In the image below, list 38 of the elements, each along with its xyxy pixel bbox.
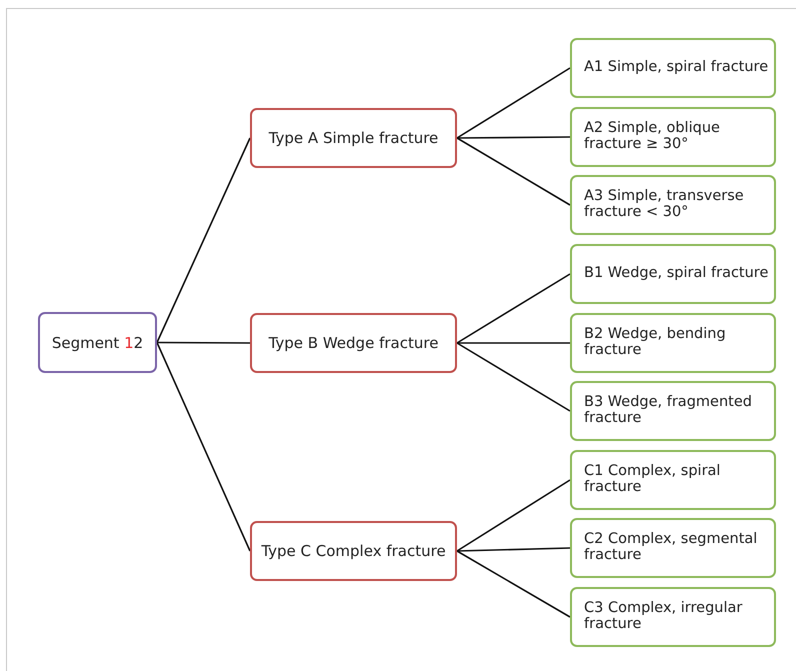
connector-line: [457, 136, 570, 139]
subtype-box: [570, 38, 776, 98]
subtype-box: [570, 244, 776, 304]
connector-line: [456, 547, 570, 552]
connector-line: [156, 138, 251, 343]
connector-line: [156, 342, 251, 552]
root-box: [38, 312, 157, 373]
node-label: B3 Wedge, fragmented fracture: [584, 395, 753, 427]
connector-line: [157, 342, 250, 344]
node-label: Type C Complex fracture: [261, 542, 446, 560]
connector-line: [456, 67, 570, 139]
node-label: B1 Wedge, spiral fracture: [584, 266, 768, 282]
node-label: B2 Wedge, bending fracture: [584, 327, 727, 359]
subtype-box: [570, 450, 776, 510]
node-label: A2 Simple, oblique fracture ≥ 30°: [584, 121, 721, 153]
node-label: C1 Complex, spiral fracture: [584, 464, 722, 496]
subtype-box: [570, 381, 776, 441]
connector-line: [456, 273, 570, 344]
connector-line: [456, 342, 570, 412]
category-box: [250, 521, 457, 581]
subtype-box: [570, 175, 776, 235]
subtype-box: [570, 313, 776, 373]
node-label: Type B Wedge fracture: [268, 334, 438, 352]
node-label: A3 Simple, transverse fracture < 30°: [584, 189, 745, 221]
node-label: A1 Simple, spiral fracture: [584, 60, 768, 76]
node-label: Type A Simple fracture: [268, 129, 438, 147]
category-box: [250, 313, 457, 373]
node-label: C3 Complex, irregular fracture: [584, 601, 744, 633]
node-label: C2 Complex, segmental fracture: [584, 532, 758, 564]
connector-line: [456, 550, 570, 618]
connector-line: [456, 137, 570, 206]
node-label: Segment 12: [52, 334, 144, 352]
connector-line: [456, 479, 570, 552]
subtype-box: [570, 107, 776, 167]
category-box: [250, 108, 457, 168]
connector-line: [457, 342, 570, 344]
subtype-box: [570, 587, 776, 647]
subtype-box: [570, 518, 776, 578]
